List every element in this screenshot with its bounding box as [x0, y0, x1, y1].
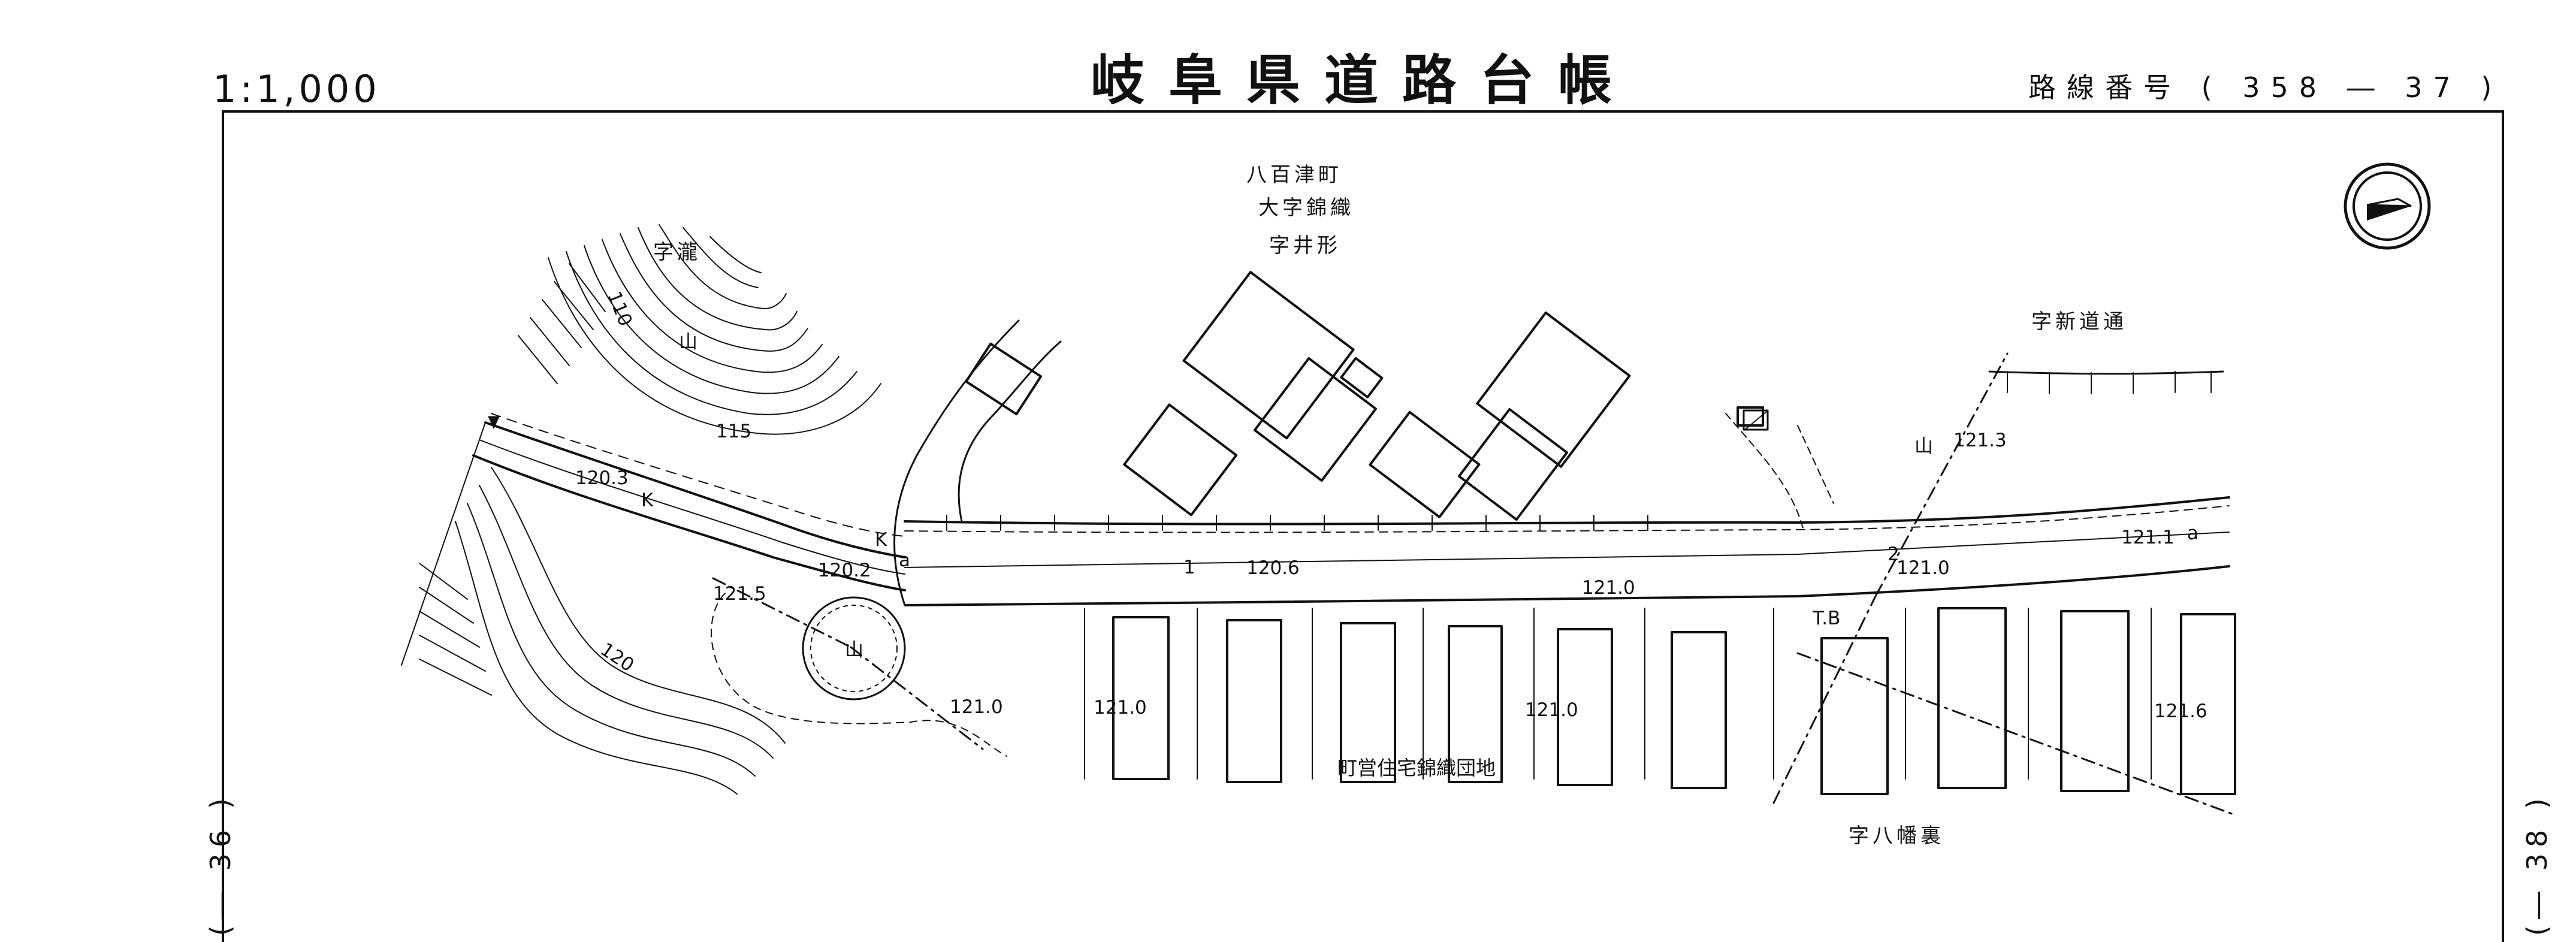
contour-line [602, 239, 823, 373]
slope-hatching [518, 263, 606, 384]
aza-name-bottom-right: 字八幡裏 [1849, 824, 1944, 848]
road-section-number: 2 [1888, 544, 1899, 565]
aza-name-new-road: 字新道通 [2031, 310, 2127, 334]
road-edge-south [904, 565, 2230, 606]
map-marker-a: a [2187, 523, 2198, 544]
elevation-label: 121.6 [2154, 701, 2207, 722]
map-frame [222, 110, 2504, 942]
buildings-south [1112, 607, 2236, 795]
benchmark-label: T.B [1813, 608, 1841, 629]
mountain-symbol: 山 [679, 331, 697, 353]
side-road-west-edge [893, 319, 1020, 606]
contour-line [548, 257, 881, 435]
map-marker-k: K [641, 490, 654, 511]
west-road-edge-north [484, 421, 906, 558]
road-shoulder-north [904, 505, 2230, 533]
map-marker-k: K [875, 529, 887, 551]
buildings-north [965, 271, 1764, 521]
aza-name-top: 字井形 [1269, 234, 1341, 258]
elevation-label: 121.0 [1582, 577, 1635, 599]
hill-circle [802, 596, 906, 701]
route-label: 路線番号 [2028, 71, 2182, 104]
housing-estate-name: 町営住宅錦織団地 [1337, 756, 1496, 780]
compass-north-arrow-icon [2344, 162, 2431, 250]
elevation-label: 121.0 [1896, 557, 1950, 579]
contour-line [638, 227, 798, 331]
mountain-symbol: 山 [845, 639, 863, 661]
contour-line [467, 503, 756, 777]
contour-line [620, 233, 808, 352]
hill-boundary [711, 593, 1007, 757]
road-section-number: 1 [1183, 557, 1195, 578]
map-marker-a: a [899, 550, 910, 571]
property-boundary [1725, 413, 1804, 531]
oaza-name: 大字錦織 [1258, 196, 1354, 220]
driveway-lines [1084, 608, 2152, 780]
contour-line [455, 521, 738, 795]
fence-posts [2007, 371, 2212, 394]
slope-hatching [419, 563, 492, 696]
west-road-centerline [479, 439, 905, 575]
contour-line [491, 467, 786, 744]
elevation-label: 121.3 [1953, 430, 2007, 451]
west-road-shoulder-north [491, 413, 905, 537]
aza-name-upper-left: 字瀧 [653, 240, 701, 264]
elevation-label: 120.2 [818, 560, 871, 581]
route-number: 路線番号 ( 358 ― 37 ) [2028, 74, 2502, 101]
contour-line [479, 485, 774, 759]
roadside-posts [946, 515, 1648, 531]
elevation-label: 120.6 [1246, 557, 1300, 579]
elevation-label: 121.0 [1094, 697, 1147, 718]
hill-circle-inner [810, 605, 898, 692]
road-centerline [904, 532, 2230, 568]
administrative-boundary [712, 352, 2236, 816]
west-road-edge-south [472, 454, 906, 591]
elevation-label: 121.0 [950, 696, 1003, 718]
benchmark-triangle [488, 416, 500, 429]
road-edge-north [904, 496, 2230, 526]
contour-line [709, 236, 762, 273]
town-name: 八百津町 [1246, 163, 1342, 187]
elevation-label: 121.0 [1525, 699, 1578, 721]
contour-line [682, 227, 759, 288]
elevation-label: 120.3 [575, 467, 629, 489]
mountain-symbol: 山 [1914, 436, 1933, 457]
route-value: ( 358 ― 37 ) [2201, 71, 2503, 104]
contour-line [584, 245, 839, 394]
elevation-label: 121.5 [713, 583, 766, 605]
slope-boundary [401, 422, 486, 666]
fence-line [1988, 370, 2224, 375]
contour-line [659, 224, 787, 310]
contour-value: 115 [716, 421, 752, 442]
side-road-east-edge [958, 340, 1062, 523]
elevation-label: 121.1 [2121, 527, 2175, 548]
contour-line [566, 251, 857, 415]
property-boundary [1797, 425, 1834, 504]
page-title: 岐阜県道路台帳 [1091, 49, 1636, 112]
structure-square [1743, 409, 1769, 431]
map-scale: 1:1,000 [213, 67, 380, 111]
